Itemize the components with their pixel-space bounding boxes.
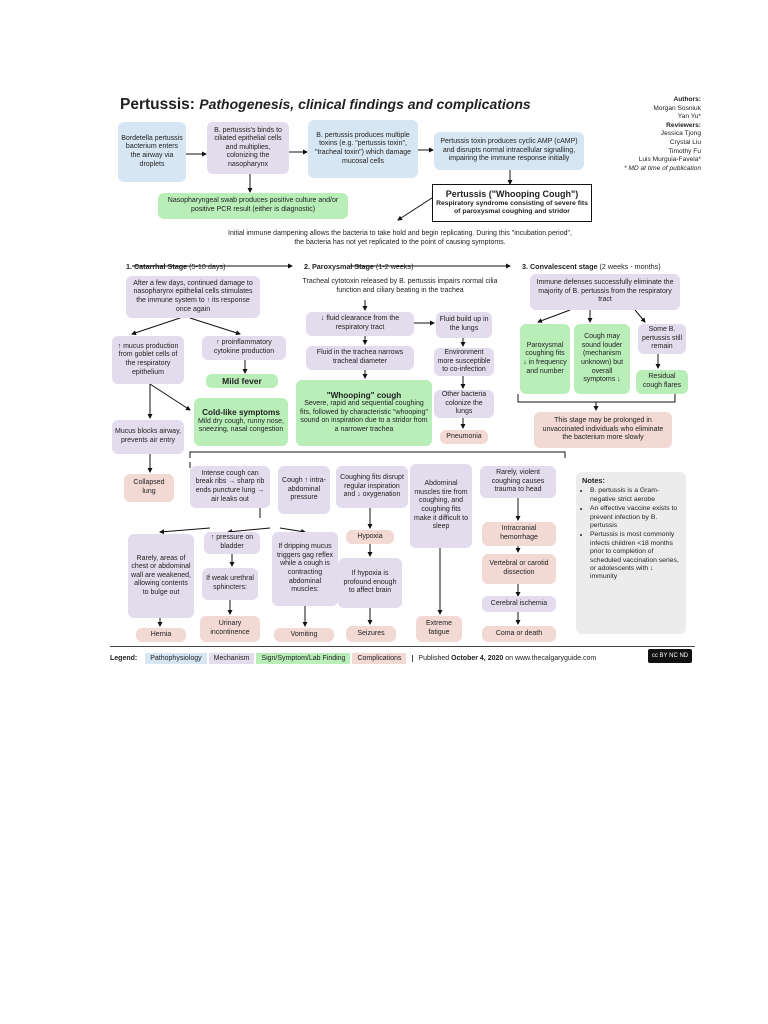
co-infection-node: Environment more susceptible to co-infec… — [434, 348, 494, 376]
notes-panel: Notes: B. pertussis is a Gram-negative s… — [576, 472, 686, 634]
authors-block: Authors: Morgan Sosniuk Yan Yu* Reviewer… — [624, 96, 701, 173]
reviewer-name: Crystal Liu — [669, 138, 701, 146]
reviewer-name: Luis Murguia-Favela* — [638, 156, 701, 164]
coughing-fits-oxygenation-node: Coughing fits disrupt regular inspiratio… — [336, 466, 408, 508]
tracheal-cytotoxin-node: Tracheal cytotoxin released by B. pertus… — [302, 278, 498, 294]
collapsed-lung-node: Collapsed lung — [124, 474, 174, 502]
prolonged-stage-node: This stage may be prolonged in unvaccina… — [534, 412, 672, 448]
coma-death-node: Coma or death — [482, 626, 556, 642]
residual-cough-node: Residual cough flares — [636, 370, 688, 394]
urinary-incontinence-node: Urinary incontinence — [200, 616, 260, 642]
whooping-cough-box: Pertussis ("Whooping Cough") Respiratory… — [432, 184, 592, 222]
legend-divider — [110, 646, 695, 647]
flowchart-sheet: Pertussis: Pathogenesis, clinical findin… — [110, 88, 701, 668]
hypoxia-node: Hypoxia — [346, 530, 394, 544]
author-name: Yan Yu* — [677, 113, 701, 121]
immune-defenses-node: Immune defenses successfully eliminate t… — [530, 274, 680, 310]
bordetella-entry-node: Bordetella pertussis bacterium enters th… — [118, 122, 186, 182]
catarrhal-immune-node: After a few days, continued damage to na… — [126, 276, 260, 318]
abdominal-muscles-tire-node: Abdominal muscles tire from coughing, an… — [410, 464, 472, 548]
intra-abdominal-pressure-node: Cough ↑ intra-abdominal pressure — [278, 466, 330, 514]
published-line: Published October 4, 2020 on www.thecalg… — [412, 654, 596, 662]
mild-fever-node: Mild fever — [206, 374, 278, 388]
stage-catarrhal: 1. Catarrhal Stage (5-10 days) — [126, 262, 226, 271]
other-bacteria-node: Other bacteria colonize the lungs — [434, 390, 494, 418]
stage-paroxysmal: 2. Paroxysmal Stage (1-2 weeks) — [304, 262, 414, 271]
title-subtitle: Pathogenesis, clinical findings and comp… — [199, 96, 531, 112]
license-badge: cc BY NC ND — [648, 649, 692, 663]
vomiting-node: Vomiting — [274, 628, 334, 642]
binding-colonizing-node: B. pertussis's binds to ciliated epithel… — [207, 122, 289, 174]
reviewer-name: Timothy Fu — [668, 147, 701, 155]
intracranial-hemorrhage-node: Intracranial hemorrhage — [482, 522, 556, 546]
legend-sign-symptom: Sign/Symptom/Lab Finding — [256, 652, 351, 664]
some-remain-node: Some B. pertussis still remain — [638, 324, 686, 354]
legend-complications: Complications — [352, 652, 407, 664]
reviewer-name: Jessica Tjong — [660, 130, 701, 138]
legend: Legend: Pathophysiology Mechanism Sign/S… — [110, 650, 695, 666]
mucus-blocks-node: Mucus blocks airway, prevents air entry — [112, 420, 184, 454]
page-title: Pertussis: Pathogenesis, clinical findin… — [120, 96, 531, 114]
fluid-lungs-node: Fluid build up in the lungs — [436, 312, 492, 338]
gag-reflex-node: If dripping mucus triggers gag reflex wh… — [272, 532, 338, 606]
title-main: Pertussis: — [120, 96, 195, 113]
extreme-fatigue-node: Extreme fatigue — [416, 616, 462, 642]
authors-heading: Authors: — [673, 96, 701, 103]
note-item: Pertussis is most commonly infects child… — [590, 531, 680, 581]
head-trauma-node: Rarely, violent coughing causes trauma t… — [480, 466, 556, 498]
legend-label: Legend: — [110, 654, 138, 662]
cold-like-symptoms-node: Cold-like symptoms Mild dry cough, runny… — [194, 398, 288, 446]
mucus-production-node: ↑ mucus production from goblet cells of … — [112, 336, 184, 384]
vertebral-dissection-node: Vertebral or carotid dissection — [482, 554, 556, 584]
hernia-node: Hernia — [136, 628, 186, 642]
broken-ribs-node: Intense cough can break ribs → sharp rib… — [190, 466, 270, 508]
trachea-narrows-node: Fluid in the trachea narrows tracheal di… — [306, 346, 414, 370]
nasopharyngeal-swab-node: Nasopharyngeal swab produces positive cu… — [158, 193, 348, 219]
weak-sphincters-node: If weak urethral sphincters: — [202, 568, 258, 600]
pneumonia-node: Pneumonia — [440, 430, 488, 444]
authors-note: * MD at time of publication — [624, 164, 701, 172]
paroxysmal-decrease-node: Paroxysmal coughing fits ↓ in frequency … — [520, 324, 570, 394]
notes-heading: Notes: — [582, 476, 605, 485]
note-item: B. pertussis is a Gram-negative strict a… — [590, 487, 680, 504]
stage-convalescent: 3. Convalescent stage (2 weeks - months) — [522, 262, 661, 271]
fluid-clearance-node: ↓ fluid clearance from the respiratory t… — [306, 312, 414, 336]
arrows-layer — [131, 147, 676, 627]
reviewers-heading: Reviewers: — [666, 121, 701, 129]
whooping-cough-node: "Whooping" cough Severe, rapid and seque… — [296, 380, 432, 446]
bladder-pressure-node: ↑ pressure on bladder — [204, 532, 260, 554]
cough-louder-node: Cough may sound louder (mechanism unknow… — [574, 324, 630, 394]
pertussis-toxin-node: Pertussis toxin produces cyclic AMP (cAM… — [434, 132, 584, 170]
profound-hypoxia-node: If hypoxia is profound enough to affect … — [338, 558, 402, 608]
seizures-node: Seizures — [346, 626, 396, 642]
weakened-wall-node: Rarely, areas of chest or abdominal wall… — [128, 534, 194, 618]
cerebral-ischemia-node: Cerebral ischemia — [482, 596, 556, 612]
note-item: An effective vaccine exists to prevent i… — [590, 505, 680, 530]
author-name: Morgan Sosniuk — [653, 104, 701, 112]
incubation-text: Initial immune dampening allows the bact… — [228, 230, 572, 246]
legend-mechanism: Mechanism — [208, 652, 255, 664]
cytokine-node: ↑ proinflammatory cytokine production — [202, 336, 286, 360]
legend-pathophysiology: Pathophysiology — [145, 652, 207, 664]
toxins-node: B. pertussis produces multiple toxins (e… — [308, 120, 418, 178]
